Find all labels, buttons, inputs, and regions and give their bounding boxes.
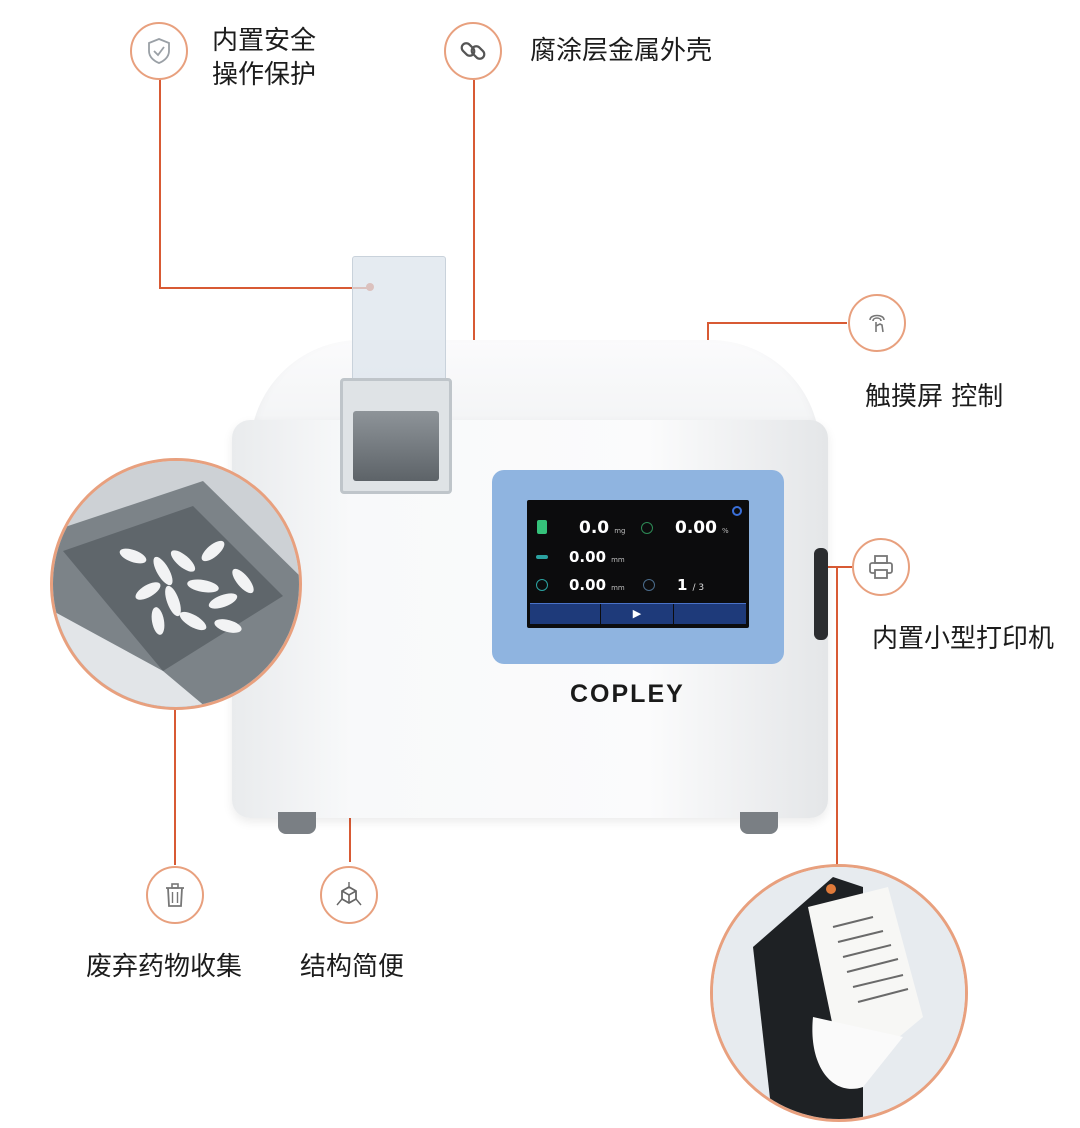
screen-toolbar: ▶: [530, 603, 746, 624]
count-value: 1: [677, 576, 688, 594]
cube-structure-icon: [320, 866, 378, 924]
shield-check-icon: [130, 22, 188, 80]
brand-logo: COPLEY: [570, 680, 685, 708]
printer-slot: [814, 548, 828, 640]
fingerprint-touch-icon: [848, 294, 906, 352]
printer-leader-vertical: [836, 566, 838, 866]
structure-label: 结构简便: [300, 952, 405, 982]
waste-tray-illustration: [53, 461, 299, 707]
row3-icon: [536, 579, 548, 591]
settings-icon[interactable]: [732, 506, 742, 516]
row2-value: 0.00: [569, 548, 607, 566]
count-total: / 3: [692, 583, 705, 593]
safety-leader-vertical: [159, 77, 161, 289]
device-foot-right: [740, 812, 778, 834]
loading-chamber: [340, 378, 452, 494]
printer-icon: [852, 538, 910, 596]
printer-label: 内置小型打印机: [872, 624, 1055, 654]
safety-label-line1: 内置安全: [212, 26, 317, 56]
coating-leader: [473, 80, 475, 370]
trash-can-icon: [146, 866, 204, 924]
waste-leader: [174, 700, 176, 865]
row3-unit: mm: [611, 584, 625, 592]
row2-icon: [536, 555, 548, 559]
weight-unit: mg: [614, 527, 626, 535]
row3-value: 0.00: [569, 576, 607, 594]
count-icon: [643, 579, 655, 591]
coating-label: 腐涂层金属外壳: [530, 36, 713, 66]
chain-link-icon: [444, 22, 502, 80]
row2-unit: mm: [611, 556, 625, 564]
structure-leader: [349, 790, 351, 862]
touch-screen[interactable]: 0.0 mg 0.00 % 0.00 mm 0.00 mm 1 / 3 ▶: [527, 500, 749, 628]
safety-shield: [352, 256, 446, 384]
printer-leader-horizontal: [812, 566, 852, 568]
safety-leader-horizontal: [159, 287, 371, 289]
touch-label: 触摸屏 控制: [865, 382, 1004, 412]
printer-zoom: [710, 864, 968, 1122]
printer-receipt-illustration: [713, 867, 965, 1119]
weight-icon: [537, 520, 547, 534]
device-foot-left: [278, 812, 316, 834]
play-button[interactable]: ▶: [601, 604, 674, 624]
toolbar-right-button[interactable]: [674, 604, 746, 624]
safety-label-line2: 操作保护: [212, 60, 317, 90]
weight-value: 0.0: [579, 518, 610, 538]
chamber-interior: [353, 411, 439, 481]
touch-leader-horizontal: [707, 322, 847, 324]
percent-icon: [641, 522, 653, 534]
percent-unit: %: [722, 527, 729, 535]
waste-label: 废弃药物收集: [86, 952, 243, 982]
percent-value: 0.00: [675, 518, 717, 538]
toolbar-left-button[interactable]: [530, 604, 601, 624]
waste-tray-zoom: [50, 458, 302, 710]
